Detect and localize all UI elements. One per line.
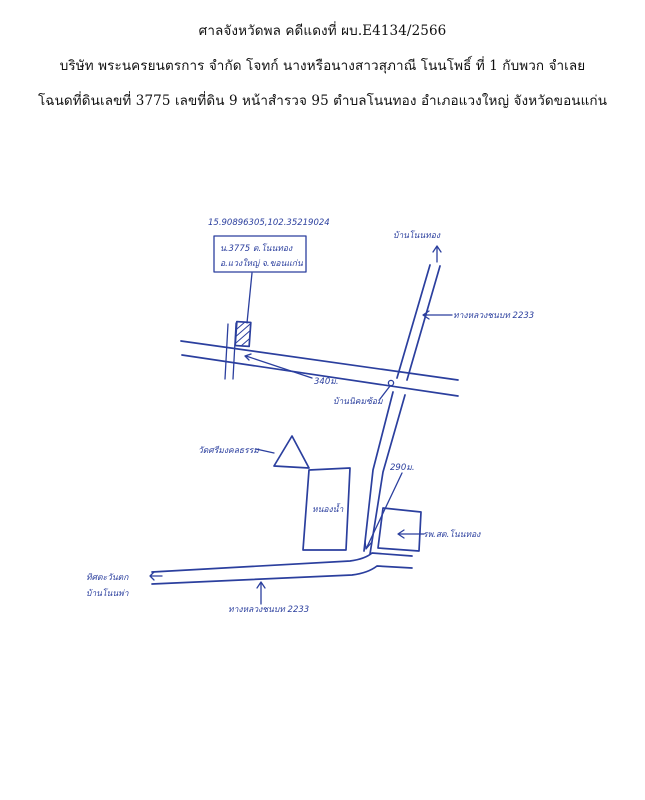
parcel-pointer [246, 272, 253, 324]
parcel-label-line1: น.3775 ต.โนนทอง [220, 243, 293, 254]
village-pointer [379, 385, 391, 400]
village-label: บ้านนิคมซ้อม [333, 396, 383, 407]
distance-lower-arrow [364, 472, 403, 550]
pond-label: หนองน้ำ [312, 503, 343, 515]
temple-arrow [255, 448, 275, 454]
parcel-label-box [213, 235, 307, 273]
north-arrow [432, 245, 442, 263]
road-label-right: ทางหลวงชนบท 2233 [453, 311, 534, 321]
west-arrow [149, 571, 163, 581]
header-parties: บริษัท พระนครยนตรการ จำกัด โจทก์ นางหรือ… [59, 58, 586, 74]
north-village-label: บ้านโนนทอง [393, 230, 441, 241]
ns-road-west-edge [363, 264, 431, 552]
subject-parcel [234, 320, 252, 348]
temple-label: วัดศรีมงคลธรรม [198, 445, 259, 456]
temple-triangle [273, 435, 310, 469]
west-village-label: บ้านโนนพ่า [86, 588, 129, 599]
school-pointer [397, 529, 425, 539]
parcel-lane-west [224, 323, 229, 380]
coordinates-text: 15.90896305,102.35219024 [208, 218, 330, 228]
header-deed: โฉนดที่ดินเลขที่ 3775 เลขที่ดิน 9 หน้าสำ… [37, 93, 608, 109]
distance-upper-arrow [244, 353, 313, 379]
pond-outline [302, 467, 351, 551]
upper-road-south-edge [181, 354, 459, 397]
parcel-label-line2: อ.แวงใหญ่ จ.ขอนแก่น [220, 258, 303, 269]
road-pointer-bottom [256, 581, 266, 605]
junction-marker [387, 379, 395, 387]
lower-road-south-edge [151, 565, 413, 585]
road-label-bottom: ทางหลวงชนบท 2233 [228, 605, 309, 615]
ns-road-east-edge [369, 265, 441, 555]
distance-upper: 340ม. [314, 377, 339, 387]
lower-road-north-edge [151, 552, 413, 573]
school-label: รพ.สต.โนนทอง [423, 529, 481, 540]
distance-lower: 290ม. [390, 463, 415, 473]
header-title: ศาลจังหวัดพล คดีแดงที่ ผบ.E4134/2566 [198, 23, 447, 39]
west-direction-label: ทิศตะวันตก [86, 573, 129, 583]
road-pointer-right [422, 310, 453, 320]
school-outline [377, 507, 422, 552]
